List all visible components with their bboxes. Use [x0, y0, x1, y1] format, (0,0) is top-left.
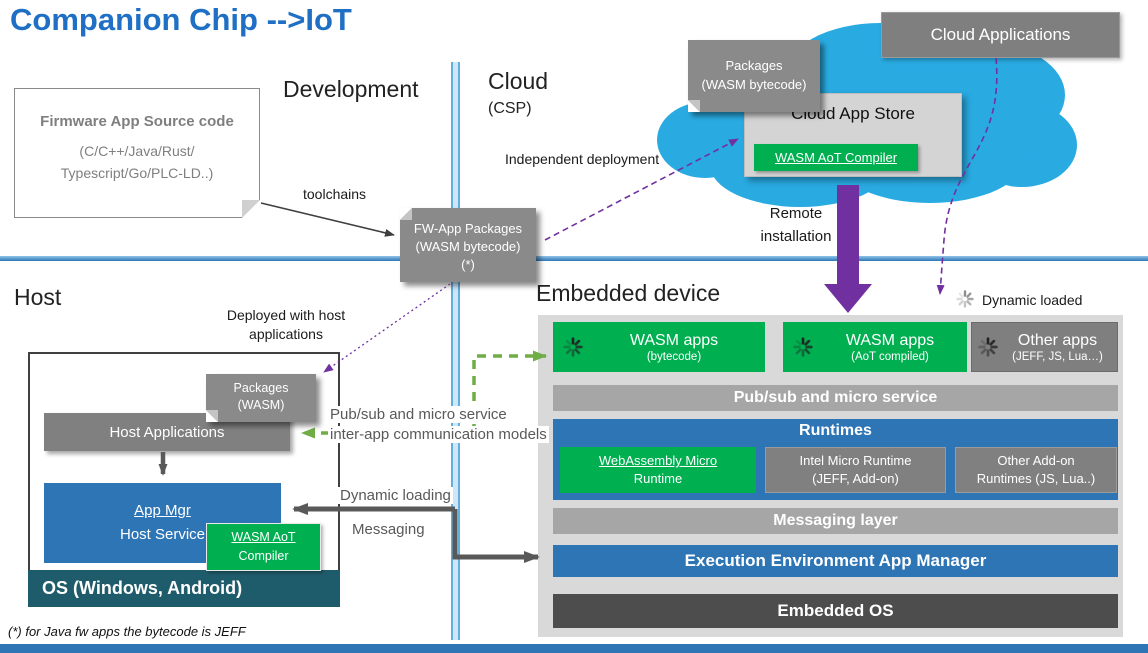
remote-line1: Remote	[769, 205, 823, 222]
toolchains-label: toolchains	[303, 186, 367, 202]
firmware-langs-2: Typescript/Go/PLC-LD..)	[60, 165, 214, 181]
deployed-line1: Deployed with host	[226, 307, 346, 323]
runtime-line2: (JEFF, Add-on)	[812, 471, 899, 486]
deployed-line2: applications	[249, 326, 323, 342]
independent-deployment-label: Independent deployment	[505, 151, 660, 167]
runtime-line1: WebAssembly Micro	[598, 453, 718, 468]
messaging-label: Messaging	[350, 521, 427, 538]
firmware-title: Firmware App Source code	[40, 113, 234, 130]
runtime-other-addon: Other Add-on Runtimes (JS, Lua..)	[955, 447, 1117, 493]
pubsub-service-bar: Pub/sub and micro service	[553, 385, 1118, 411]
fw-app-packages-tag: FW-App Packages (WASM bytecode) (*)	[400, 208, 536, 282]
messaging-layer-bar: Messaging layer	[553, 508, 1118, 534]
pubsub-models-line1: Pub/sub and micro service	[328, 406, 509, 423]
spinner-icon	[563, 337, 583, 357]
cloud-packages-tag: Packages (WASM bytecode)	[688, 40, 820, 112]
app-subtitle: (JEFF, JS, Lua…)	[1012, 350, 1103, 363]
cloud-applications-box: Cloud Applications	[881, 12, 1120, 58]
host-applications-label: Host Applications	[109, 423, 225, 441]
fw-app-packages-line2: (WASM bytecode)	[415, 239, 521, 254]
page-title: Companion Chip -->IoT	[10, 2, 352, 37]
runtimes-title: Runtimes	[799, 422, 872, 439]
spinner-icon	[956, 290, 974, 308]
runtime-intel-micro: Intel Micro Runtime (JEFF, Add-on)	[765, 447, 946, 493]
embedded-os-label: Embedded OS	[777, 601, 894, 620]
dynamic-loading-label: Dynamic loading	[338, 487, 453, 504]
footnote: (*) for Java fw apps the bytecode is JEF…	[8, 624, 246, 639]
embedded-os-bar: Embedded OS	[553, 594, 1118, 628]
runtime-line2: Runtime	[633, 471, 683, 486]
app-subtitle: (bytecode)	[646, 350, 702, 363]
cloud-wasm-aot-compiler-label: WASM AoT Compiler	[774, 150, 898, 165]
host-label: Host	[14, 284, 62, 310]
fw-app-packages-line3: (*)	[461, 257, 475, 272]
runtime-line1: Other Add-on	[997, 453, 1075, 468]
host-os-bar: OS (Windows, Android)	[28, 570, 340, 607]
dynamic-loaded-label: Dynamic loaded	[982, 292, 1083, 308]
runtime-line2: Runtimes (JS, Lua..)	[976, 471, 1096, 486]
host-compiler-line2: Compiler	[238, 549, 289, 563]
embedded-app-wasm-aot: WASM apps (AoT compiled)	[783, 322, 967, 372]
firmware-source-box: Firmware App Source code (C/C++/Java/Rus…	[14, 88, 260, 218]
deployed-with-host-label: Deployed with host applications	[213, 306, 359, 344]
cloud-packages-line1: Packages	[725, 58, 783, 73]
firmware-langs-1: (C/C++/Java/Rust/	[79, 143, 195, 159]
app-subtitle: (AoT compiled)	[851, 350, 929, 363]
app-title: WASM apps	[629, 331, 719, 349]
runtimes-container: Runtimes WebAssembly Micro Runtime Intel…	[553, 419, 1118, 500]
execution-environment-bar: Execution Environment App Manager	[553, 545, 1118, 577]
vertical-divider	[451, 62, 460, 640]
host-packages-line2: (WASM)	[237, 398, 285, 412]
cloud-packages-line2: (WASM bytecode)	[701, 77, 807, 92]
cloud-label: Cloud	[488, 68, 549, 94]
app-title: Other apps	[1017, 331, 1098, 349]
app-title: WASM apps	[845, 331, 935, 349]
pubsub-service-label: Pub/sub and micro service	[733, 389, 938, 406]
bottom-accent-bar	[0, 644, 1148, 653]
cloud-applications-label: Cloud Applications	[930, 25, 1071, 44]
fw-app-packages-line1: FW-App Packages	[413, 221, 523, 236]
app-mgr-line2: Host Service	[119, 526, 206, 543]
cloud-wasm-aot-compiler: WASM AoT Compiler	[754, 144, 918, 171]
messaging-layer-label: Messaging layer	[773, 512, 898, 529]
embedded-app-other: Other apps (JEFF, JS, Lua…)	[971, 322, 1118, 372]
embedded-app-wasm-bytecode: WASM apps (bytecode)	[553, 322, 765, 372]
development-label: Development	[283, 76, 419, 102]
spinner-icon	[793, 337, 813, 357]
host-os-label: OS (Windows, Android)	[42, 578, 243, 598]
remote-installation-label: Remote installation	[750, 202, 842, 248]
remote-line2: installation	[760, 228, 832, 245]
spinner-icon	[978, 337, 998, 357]
runtime-wamr: WebAssembly Micro Runtime	[560, 447, 756, 493]
app-mgr-line1: App Mgr	[134, 502, 191, 519]
embedded-device-label: Embedded device	[536, 280, 721, 306]
host-compiler-line1: WASM AoT	[231, 530, 296, 544]
host-packages-line1: Packages	[233, 381, 289, 395]
csp-label: (CSP)	[488, 100, 532, 117]
pubsub-models-line2: inter-app communication models	[328, 426, 549, 443]
runtime-line1: Intel Micro Runtime	[799, 453, 912, 468]
execution-environment-label: Execution Environment App Manager	[684, 551, 987, 570]
horizontal-divider	[0, 256, 1148, 261]
host-wasm-aot-compiler-box: WASM AoT Compiler	[206, 523, 321, 571]
host-packages-tag: Packages (WASM)	[206, 374, 316, 422]
